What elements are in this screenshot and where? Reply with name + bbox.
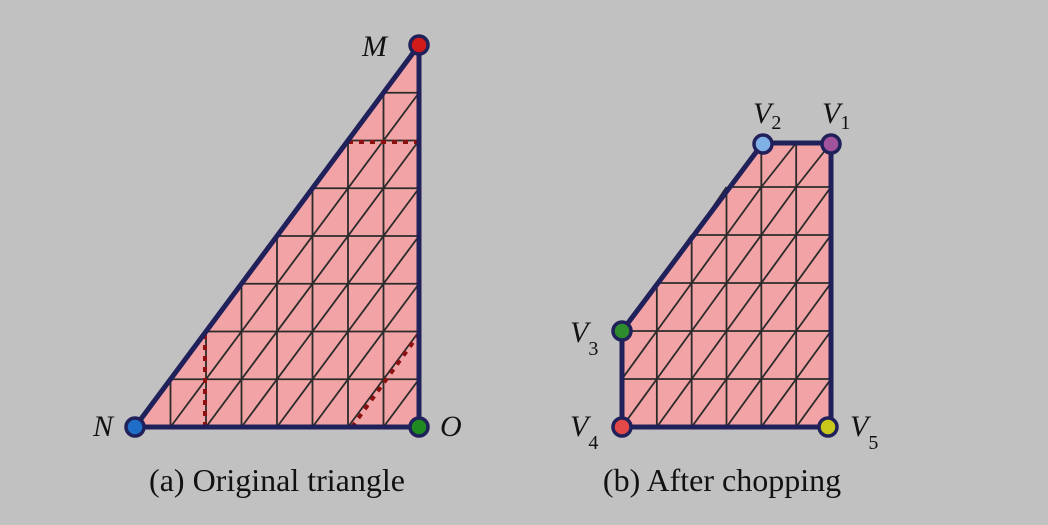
grid-line-diagonal (795, 186, 832, 236)
vertex-label-V5-main: V (850, 410, 872, 443)
grid-line-diagonal (276, 235, 420, 428)
vertex-label-V2: V2 (753, 97, 781, 134)
vertex-V5 (817, 416, 839, 438)
grid-line-diagonal (656, 378, 693, 428)
vertex-O (408, 416, 430, 438)
grid-line-diagonal (760, 378, 797, 428)
grid-line-diagonal (690, 282, 728, 332)
grid-line-diagonal (347, 330, 420, 428)
panel-after-chopping: V1 V2 V3 V4 V5 (b) After chopping (570, 97, 878, 498)
chop-line-right (350, 332, 421, 429)
vertex-label-V4-sub: 4 (588, 432, 598, 454)
triangle-grid (169, 91, 420, 428)
pentagon-outline (619, 140, 834, 430)
grid-line-diagonal (311, 283, 420, 428)
vertex-label-V4-main: V (570, 410, 592, 443)
vertex-label-V1-main: V (822, 97, 844, 130)
vertex-label-V3-sub: 3 (588, 338, 598, 360)
grid-line-diagonal (621, 330, 658, 380)
grid-line-diagonal (656, 330, 693, 380)
vertex-label-O: O (440, 410, 462, 443)
grid-line-diagonal (656, 282, 693, 332)
grid-line-diagonal (725, 186, 763, 236)
caption-original-triangle: (a) Original triangle (149, 462, 405, 498)
vertex-V2 (752, 133, 774, 155)
grid-line-diagonal (795, 234, 832, 284)
vertex-V4 (611, 416, 633, 438)
grid-line-diagonal (760, 282, 797, 332)
grid-line-diagonal (725, 378, 763, 428)
vertex-V3 (611, 320, 633, 342)
vertex-label-N: N (92, 410, 115, 443)
grid-line-diagonal (795, 330, 832, 380)
vertex-label-V1-sub: 1 (840, 112, 850, 134)
grid-line-diagonal (795, 282, 832, 332)
vertex-label-V3-main: V (570, 316, 592, 349)
vertex-label-V5: V5 (850, 410, 878, 454)
vertex-label-V2-sub: 2 (771, 112, 781, 134)
vertex-label-V4: V4 (570, 410, 598, 454)
grid-line-diagonal (169, 92, 420, 428)
grid-line-diagonal (725, 330, 763, 380)
grid-line-diagonal (240, 187, 420, 428)
grid-line-diagonal (690, 378, 728, 428)
grid-line-diagonal (205, 139, 420, 428)
panel-original-triangle: M N O (a) Original triangle (92, 30, 462, 498)
grid-line-diagonal (690, 330, 728, 380)
grid-line-diagonal (760, 142, 797, 188)
grid-line-diagonal (690, 234, 728, 284)
triangle-outline (132, 42, 422, 430)
vertex-label-V1: V1 (822, 97, 850, 134)
grid-line-diagonal (382, 378, 420, 428)
grid-line-diagonal (795, 378, 832, 428)
vertex-label-M: M (361, 30, 389, 63)
grid-line-diagonal (760, 330, 797, 380)
grid-line-diagonal (725, 282, 763, 332)
vertex-M (408, 34, 430, 56)
grid-line-diagonal (760, 234, 797, 284)
grid-line-diagonal (760, 186, 797, 236)
caption-after-chopping: (b) After chopping (603, 462, 841, 498)
vertex-label-V5-sub: 5 (868, 432, 878, 454)
vertex-label-V2-main: V (753, 97, 775, 130)
chop-lines (203, 140, 421, 429)
vertex-V1 (820, 133, 842, 155)
vertex-N (124, 416, 146, 438)
vertex-label-V3: V3 (570, 316, 598, 360)
grid-line-diagonal (725, 234, 763, 284)
